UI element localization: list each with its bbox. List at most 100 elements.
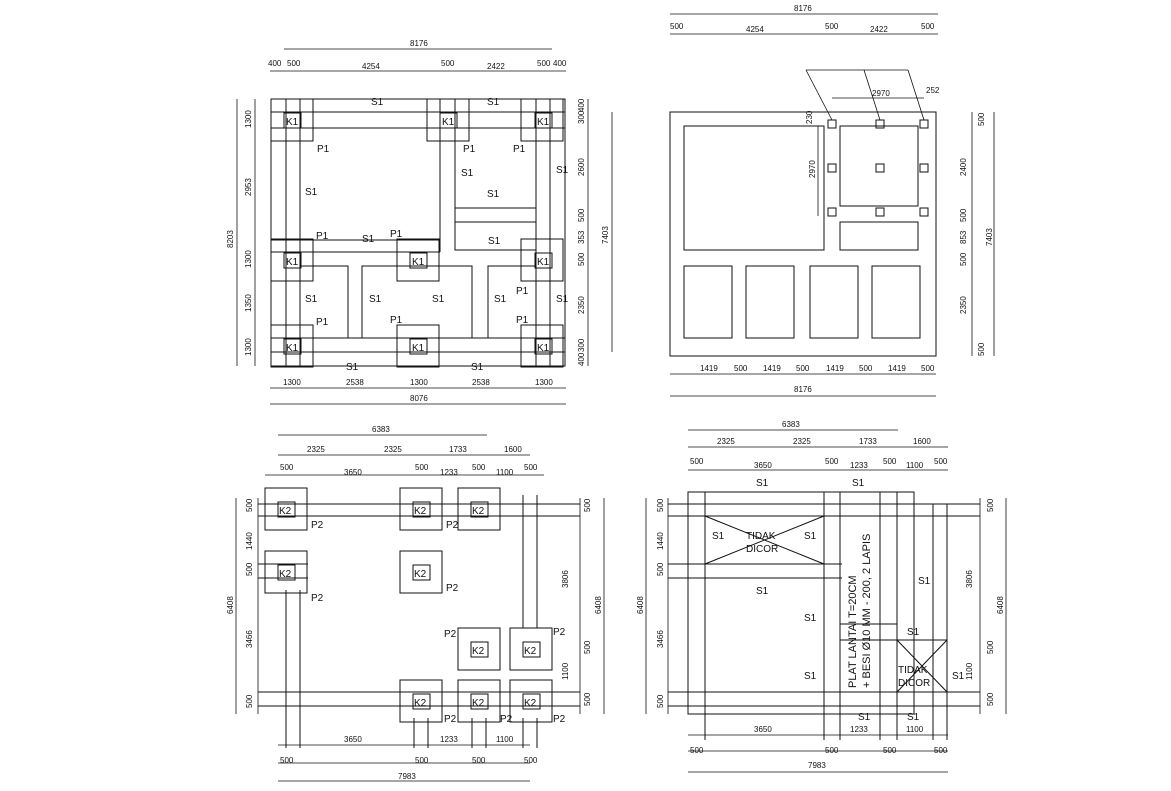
dim-label: 400 xyxy=(268,59,282,68)
beam-label: S1 xyxy=(858,712,871,723)
dim-label: 500 xyxy=(280,463,294,472)
pile-label: P1 xyxy=(390,315,403,326)
pad-k1: K1 xyxy=(396,324,440,368)
pad-label: K2 xyxy=(472,698,485,709)
dim-label: 2970 xyxy=(808,160,817,178)
dim-label: 2422 xyxy=(870,25,888,34)
dim-label: 6408 xyxy=(226,596,235,614)
dim-label: 500 xyxy=(583,498,592,512)
dim-label: 500 xyxy=(986,498,995,512)
plan-outline xyxy=(669,111,937,357)
not-cast-label: DICOR xyxy=(898,678,930,689)
pile-label: P2 xyxy=(311,520,324,531)
pad-k2: K2 xyxy=(457,487,501,531)
dim-label: 230 xyxy=(805,110,814,124)
dim-label: 3806 xyxy=(965,570,974,588)
dim-label: 500 xyxy=(921,364,935,373)
dim-label: 500 xyxy=(415,756,429,765)
dim-label: 500 xyxy=(656,562,665,576)
pad-k1: K1 xyxy=(396,238,440,282)
pile-label: P2 xyxy=(553,714,566,725)
dim-label: 7403 xyxy=(985,228,994,246)
dim-label: 2400 xyxy=(959,158,968,176)
not-cast-label: DICOR xyxy=(746,544,778,555)
beam-label: S1 xyxy=(756,478,769,489)
pad-label: K1 xyxy=(412,343,425,354)
not-cast-label: TIDAK xyxy=(898,665,928,676)
pad-k1: K1 xyxy=(270,238,314,282)
pad-label: K1 xyxy=(537,117,550,128)
dim-label: 353 xyxy=(577,230,586,244)
dim-label: 300 xyxy=(577,110,586,124)
beam-label: S1 xyxy=(494,294,507,305)
pad-k2: K2 xyxy=(509,679,553,723)
beam-label: S1 xyxy=(804,671,817,682)
beam-label: S1 xyxy=(952,671,965,682)
dim-label: 8203 xyxy=(226,230,235,248)
dim-label: 1300 xyxy=(244,110,253,128)
pile-label: P2 xyxy=(446,520,459,531)
beam-label: S1 xyxy=(371,97,384,108)
dim-label: 500 xyxy=(959,208,968,222)
not-cast-label: TIDAK xyxy=(746,531,776,542)
pile-label: P2 xyxy=(311,593,324,604)
dim-label: 500 xyxy=(577,208,586,222)
dim-label: 3650 xyxy=(754,725,772,734)
beam-label: S1 xyxy=(804,613,817,624)
dim-label: 1600 xyxy=(504,445,522,454)
dim-label: 1300 xyxy=(410,378,428,387)
dim-label: 1233 xyxy=(440,468,458,477)
dim-label: 500 xyxy=(583,640,592,654)
plan-top-right: 8176 500 4254 500 2422 500 2970 252 230 … xyxy=(669,4,995,397)
pad-k1: K1 xyxy=(520,98,564,142)
dim-label: 500 xyxy=(859,364,873,373)
dim-label: 3466 xyxy=(245,630,254,648)
dim-label: 500 xyxy=(472,756,486,765)
pile-label: P1 xyxy=(513,144,526,155)
dim-label: 2538 xyxy=(346,378,364,387)
pile-label: P1 xyxy=(463,144,476,155)
beam-label: S1 xyxy=(432,294,445,305)
beam-label: S1 xyxy=(487,189,500,200)
dim-label: 2538 xyxy=(472,378,490,387)
pad-label: K1 xyxy=(286,343,299,354)
dim-label: 500 xyxy=(245,498,254,512)
pile-label: P1 xyxy=(516,315,529,326)
dim-label: 1233 xyxy=(440,735,458,744)
pile-label: P2 xyxy=(500,714,513,725)
beam-label: S1 xyxy=(305,294,318,305)
dim-label: 1419 xyxy=(763,364,781,373)
dim-label: 1419 xyxy=(888,364,906,373)
dim-label: 500 xyxy=(825,22,839,31)
dim-label: 500 xyxy=(690,746,704,755)
dim-label: 1733 xyxy=(859,437,877,446)
dim-label: 500 xyxy=(734,364,748,373)
dim-label: 2600 xyxy=(577,158,586,176)
dim-label: 6383 xyxy=(782,420,800,429)
beam-label: S1 xyxy=(804,531,817,542)
dim-label: 500 xyxy=(934,746,948,755)
dim-label: 1100 xyxy=(496,468,514,477)
dim-label: 2325 xyxy=(717,437,735,446)
dim-label: 1233 xyxy=(850,725,868,734)
beam-label: S1 xyxy=(712,531,725,542)
plan-top-left: 8176 400 500 4254 500 2422 500 400 K1 K1… xyxy=(226,39,613,405)
dim-label: 3650 xyxy=(344,735,362,744)
pad-label: K2 xyxy=(414,698,427,709)
dim-label: 1300 xyxy=(535,378,553,387)
dim-label: 500 xyxy=(977,112,986,126)
dim-label: 7403 xyxy=(601,226,610,244)
pad-label: K1 xyxy=(442,117,455,128)
dim-label: 500 xyxy=(986,640,995,654)
dim-label: 2350 xyxy=(577,296,586,314)
dim-label: 500 xyxy=(825,746,839,755)
dim-label: 1300 xyxy=(283,378,301,387)
pad-label: K2 xyxy=(414,506,427,517)
beam-label: S1 xyxy=(488,236,501,247)
dim-label: 1300 xyxy=(244,250,253,268)
pad-label: K1 xyxy=(537,343,550,354)
pad-label: K1 xyxy=(537,257,550,268)
beam-label: S1 xyxy=(852,478,865,489)
dim-label: 400 xyxy=(577,98,586,112)
dim-label: 1100 xyxy=(906,725,924,734)
